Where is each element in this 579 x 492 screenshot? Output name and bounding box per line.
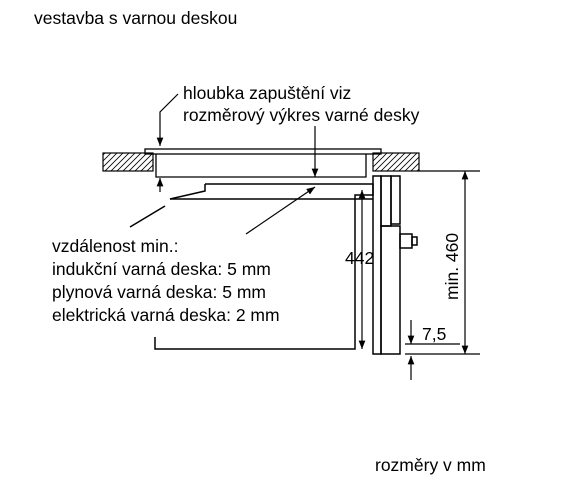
distance-leader (245, 186, 316, 235)
dim-460-label: min. 460 (442, 233, 462, 300)
diagram-title: vestavba s varnou deskou (34, 8, 238, 28)
dim-7-5-label: 7,5 (422, 324, 446, 344)
dim-442-label: 442 (345, 248, 374, 268)
worktop-right (372, 152, 420, 172)
distance-gas: plynová varná deska: 5 mm (52, 282, 266, 302)
distance-title: vzdálenost min.: (52, 236, 179, 256)
worktop-left (102, 152, 154, 172)
depth-note-line2: rozměrový výkres varné desky (183, 105, 420, 125)
units-note: rozměry v mm (375, 455, 486, 475)
distance-electric: elektrická varná deska: 2 mm (52, 305, 280, 325)
depth-note-line1: hloubka zapuštění viz (183, 83, 352, 103)
dim-7-5 (405, 320, 460, 380)
hob (144, 148, 382, 178)
depth-leader (156, 93, 319, 192)
distance-induction: indukční varná deska: 5 mm (52, 259, 271, 279)
oven-body (129, 175, 418, 355)
dim-460 (405, 170, 480, 355)
